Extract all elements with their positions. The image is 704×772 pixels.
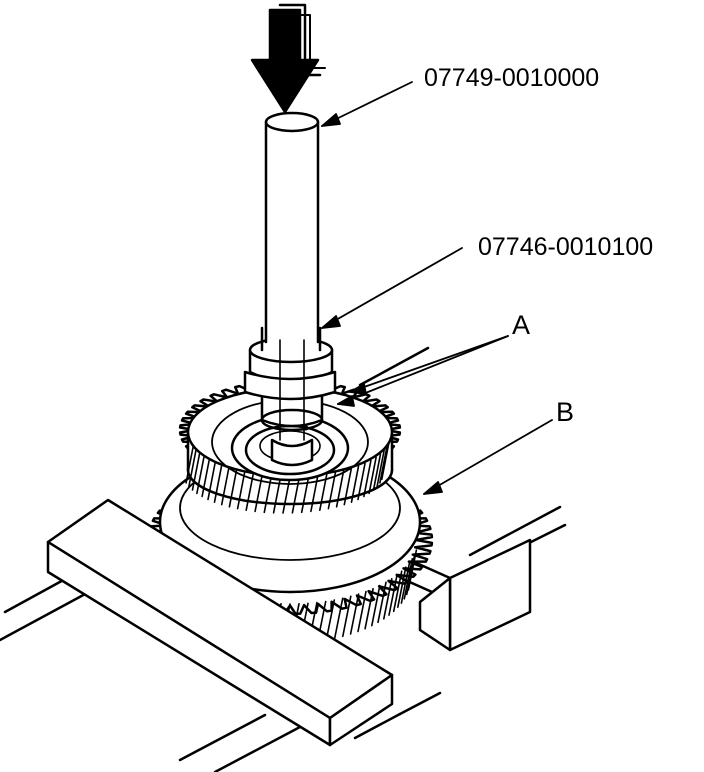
- gear-tooth-line: [335, 469, 345, 508]
- gear-tooth-line: [343, 467, 353, 506]
- gear-tooth-line: [357, 462, 366, 501]
- gear-tooth-line: [380, 442, 390, 481]
- gear-tooth-line: [392, 570, 403, 613]
- gear-tooth-line: [350, 465, 360, 504]
- leader-lines: [321, 81, 553, 495]
- callout-b-label: B: [556, 397, 575, 427]
- attachment-part-number: 07746-0010100: [478, 233, 654, 261]
- gear-tooth-line: [376, 449, 385, 488]
- gear-tooth-line: [368, 456, 377, 495]
- gear-tooth-line: [400, 562, 411, 604]
- gear-tooth-line: [341, 595, 352, 638]
- gear-tooth-line: [377, 581, 387, 624]
- gear-tooth-line: [372, 453, 382, 491]
- gear-tooth-line: [185, 446, 194, 484]
- gear-tooth-line: [382, 577, 393, 620]
- gear-tooth-line: [191, 453, 201, 491]
- attachment-collar: [243, 326, 337, 432]
- gear-tooth-line: [327, 471, 337, 510]
- gear-tooth-line: [228, 469, 238, 508]
- gear-tooth-line: [236, 471, 246, 510]
- gear-tooth-line: [282, 476, 291, 514]
- gear-tooth-line: [207, 462, 216, 501]
- gear-tooth-line: [396, 566, 407, 609]
- gear-a: [178, 379, 402, 514]
- driver-handle-part-number: 07749-0010000: [424, 64, 600, 92]
- gear-tooth-line: [213, 465, 223, 504]
- gear-tooth-line: [405, 553, 416, 596]
- gear-tooth-line: [201, 459, 210, 498]
- gear-tooth-line: [370, 584, 381, 627]
- gear-tooth-line: [363, 459, 372, 498]
- wooden-block-front: [46, 498, 394, 747]
- gear-tooth-line: [188, 449, 197, 488]
- gear-tooth-line: [245, 473, 254, 512]
- callout-a-label: A: [512, 310, 531, 340]
- gear-tooth-line: [220, 467, 230, 506]
- driver-shaft: [264, 111, 320, 467]
- gear-tooth-line: [403, 557, 414, 600]
- gear-tooth-line: [291, 475, 301, 514]
- gear-tooth-line: [357, 590, 367, 633]
- gear-tooth-line: [364, 587, 374, 630]
- gear-tooth-line: [379, 446, 388, 484]
- down-arrow-icon: [250, 3, 326, 114]
- gear-tooth-line: [333, 597, 344, 640]
- gear-tooth-line: [196, 456, 205, 495]
- gear-tooth-line: [325, 599, 336, 641]
- gear-tooth-line: [349, 593, 360, 635]
- gear-tooth-line: [388, 574, 398, 616]
